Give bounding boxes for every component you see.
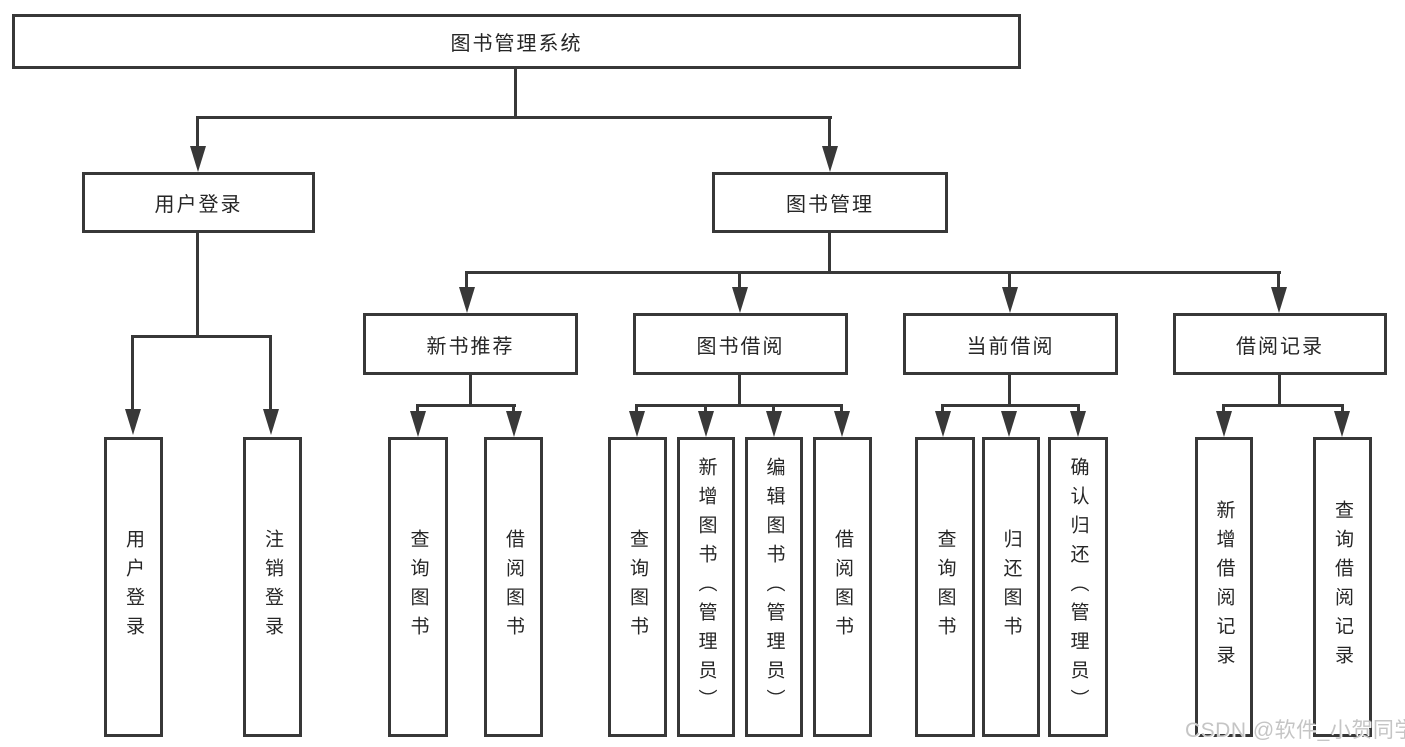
- node-label: 借阅记录: [1236, 335, 1324, 358]
- arrowhead-icon: [732, 287, 748, 313]
- arrowhead-icon: [1001, 411, 1017, 437]
- connector-line: [465, 271, 1281, 274]
- node-new-book-recommend: 新书推荐: [363, 313, 578, 375]
- leaf-add-borrow-record: 新增借阅记录: [1195, 437, 1253, 737]
- connector-line: [514, 69, 517, 119]
- node-label: 用户登录: [154, 194, 243, 216]
- node-label: 图书借阅: [696, 335, 785, 358]
- node-label: 新增图书（管理员）: [695, 456, 717, 718]
- arrowhead-icon: [629, 411, 645, 437]
- arrowhead-icon: [263, 409, 279, 435]
- connector-line: [635, 404, 638, 416]
- node-label: 编辑图书（管理员）: [763, 456, 785, 718]
- node-label: 用户登录: [123, 529, 144, 645]
- connector-line: [416, 404, 419, 416]
- node-label: 注销登录: [262, 529, 283, 645]
- connector-line: [131, 335, 134, 412]
- node-book-management: 图书管理: [712, 172, 948, 233]
- leaf-borrow-books: 借阅图书: [813, 437, 872, 737]
- node-current-borrow: 当前借阅: [903, 313, 1118, 375]
- connector-line: [635, 404, 843, 407]
- connector-line: [1077, 404, 1080, 416]
- leaf-query-borrow-record: 查询借阅记录: [1313, 437, 1372, 737]
- arrowhead-icon: [125, 409, 141, 435]
- arrowhead-icon: [935, 411, 951, 437]
- node-label: 查询图书: [407, 529, 429, 645]
- connector-line: [738, 271, 741, 291]
- leaf-edit-books-admin: 编辑图书（管理员）: [745, 437, 803, 737]
- node-root-system: 图书管理系统: [12, 14, 1021, 69]
- connector-line: [941, 404, 944, 416]
- node-label: 查询图书: [934, 529, 956, 645]
- connector-line: [512, 404, 515, 416]
- connector-line: [269, 335, 272, 412]
- connector-line: [465, 271, 468, 291]
- connector-line: [738, 375, 741, 407]
- arrowhead-icon: [1334, 411, 1350, 437]
- connector-line: [704, 404, 707, 416]
- connector-line: [196, 116, 199, 150]
- leaf-borrow-books-recommend: 借阅图书: [484, 437, 543, 737]
- arrowhead-icon: [766, 411, 782, 437]
- connector-line: [469, 375, 472, 407]
- node-label: 查询图书: [627, 529, 648, 645]
- node-user-login: 用户登录: [82, 172, 315, 233]
- leaf-query-books-current: 查询图书: [915, 437, 975, 737]
- node-borrow-records: 借阅记录: [1173, 313, 1387, 375]
- connector-line: [840, 404, 843, 416]
- connector-line: [1008, 375, 1011, 407]
- connector-line: [1222, 404, 1344, 407]
- connector-line: [131, 335, 272, 338]
- connector-line: [828, 116, 831, 150]
- node-label: 借阅图书: [503, 529, 524, 645]
- leaf-return-books: 归还图书: [982, 437, 1040, 737]
- node-label: 新增借阅记录: [1213, 500, 1235, 674]
- arrowhead-icon: [1070, 411, 1086, 437]
- connector-line: [941, 404, 1080, 407]
- connector-line: [772, 404, 775, 416]
- csdn-watermark: CSDN @软件_小贺同学: [1185, 719, 1405, 742]
- node-label: 确认归还（管理员）: [1067, 456, 1089, 718]
- node-label: 借阅图书: [832, 529, 853, 645]
- arrowhead-icon: [410, 411, 426, 437]
- arrowhead-icon: [834, 411, 850, 437]
- leaf-query-books-borrow: 查询图书: [608, 437, 667, 737]
- arrowhead-icon: [698, 411, 714, 437]
- arrowhead-icon: [1271, 287, 1287, 313]
- arrowhead-icon: [1002, 287, 1018, 313]
- arrowhead-icon: [459, 287, 475, 313]
- node-label: 图书管理: [786, 194, 874, 216]
- connector-line: [1278, 375, 1281, 407]
- connector-line: [196, 116, 832, 119]
- connector-line: [828, 233, 831, 274]
- arrowhead-icon: [822, 146, 838, 172]
- leaf-user-login: 用户登录: [104, 437, 163, 737]
- node-label: 新书推荐: [426, 335, 515, 358]
- connector-line: [1277, 271, 1280, 291]
- connector-line: [416, 404, 516, 407]
- node-label: 归还图书: [1000, 529, 1022, 645]
- arrowhead-icon: [1216, 411, 1232, 437]
- connector-line: [196, 233, 199, 338]
- leaf-query-books-recommend: 查询图书: [388, 437, 448, 737]
- arrowhead-icon: [506, 411, 522, 437]
- connector-line: [1008, 271, 1011, 291]
- arrowhead-icon: [190, 146, 206, 172]
- node-label: 图书管理系统: [450, 33, 583, 55]
- connector-line: [1341, 404, 1344, 416]
- node-book-borrow: 图书借阅: [633, 313, 848, 375]
- node-label: 当前借阅: [966, 335, 1055, 358]
- leaf-confirm-return-admin: 确认归还（管理员）: [1048, 437, 1108, 737]
- leaf-logout: 注销登录: [243, 437, 302, 737]
- node-label: 查询借阅记录: [1332, 500, 1353, 674]
- leaf-add-books-admin: 新增图书（管理员）: [677, 437, 735, 737]
- connector-line: [1222, 404, 1225, 416]
